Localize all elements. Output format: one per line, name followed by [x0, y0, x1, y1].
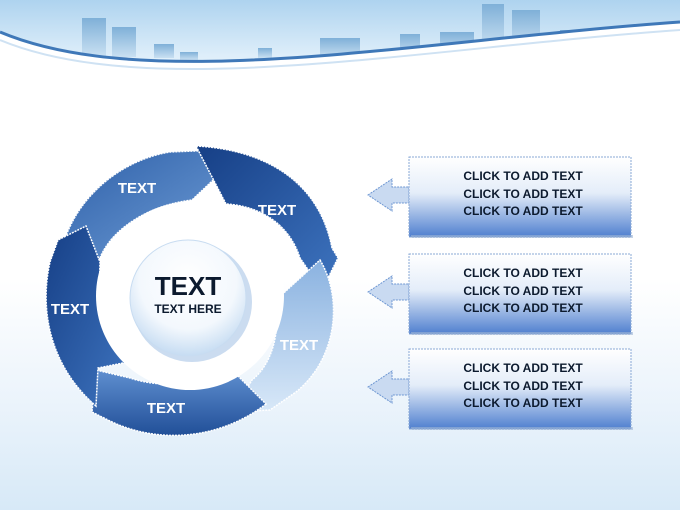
callout-text[interactable]: CLICK TO ADD TEXT CLICK TO ADD TEXT CLIC… [414, 168, 632, 221]
callout-line: CLICK TO ADD TEXT [463, 204, 583, 218]
segment-label: TEXT [118, 180, 156, 197]
left-arrow-callout-shape [367, 348, 633, 430]
callout-line: CLICK TO ADD TEXT [463, 283, 583, 298]
callout-line: CLICK TO ADD TEXT [463, 169, 583, 183]
segment-label: TEXT [51, 301, 89, 318]
cycle-segment-top-left [59, 149, 227, 259]
callout-line: CLICK TO ADD TEXT [463, 266, 583, 280]
segment-label: TEXT [280, 337, 318, 354]
left-arrow-callout-shape [367, 253, 633, 335]
callout-line: CLICK TO ADD TEXT [463, 361, 583, 375]
center-subtitle: TEXT HERE [154, 302, 222, 316]
center-title: TEXT [154, 271, 222, 301]
callout-box[interactable]: CLICK TO ADD TEXT CLICK TO ADD TEXT CLIC… [366, 252, 634, 336]
cycle-segment-top-right [194, 145, 339, 292]
callout-line: CLICK TO ADD TEXT [463, 396, 583, 410]
callout-box[interactable]: CLICK TO ADD TEXT CLICK TO ADD TEXT CLIC… [366, 347, 634, 431]
callout-box[interactable]: CLICK TO ADD TEXT CLICK TO ADD TEXT CLIC… [366, 155, 634, 239]
center-disc [129, 239, 247, 357]
segment-label: TEXT [147, 400, 185, 417]
callout-line: CLICK TO ADD TEXT [463, 301, 583, 315]
callout-text[interactable]: CLICK TO ADD TEXT CLICK TO ADD TEXT CLIC… [414, 360, 632, 413]
callout-line: CLICK TO ADD TEXT [463, 186, 583, 201]
skyline-header-image [0, 0, 680, 80]
callout-line: CLICK TO ADD TEXT [463, 378, 583, 393]
segment-label: TEXT [258, 202, 296, 219]
callout-text[interactable]: CLICK TO ADD TEXT CLICK TO ADD TEXT CLIC… [414, 265, 632, 318]
left-arrow-callout-shape [367, 156, 633, 238]
